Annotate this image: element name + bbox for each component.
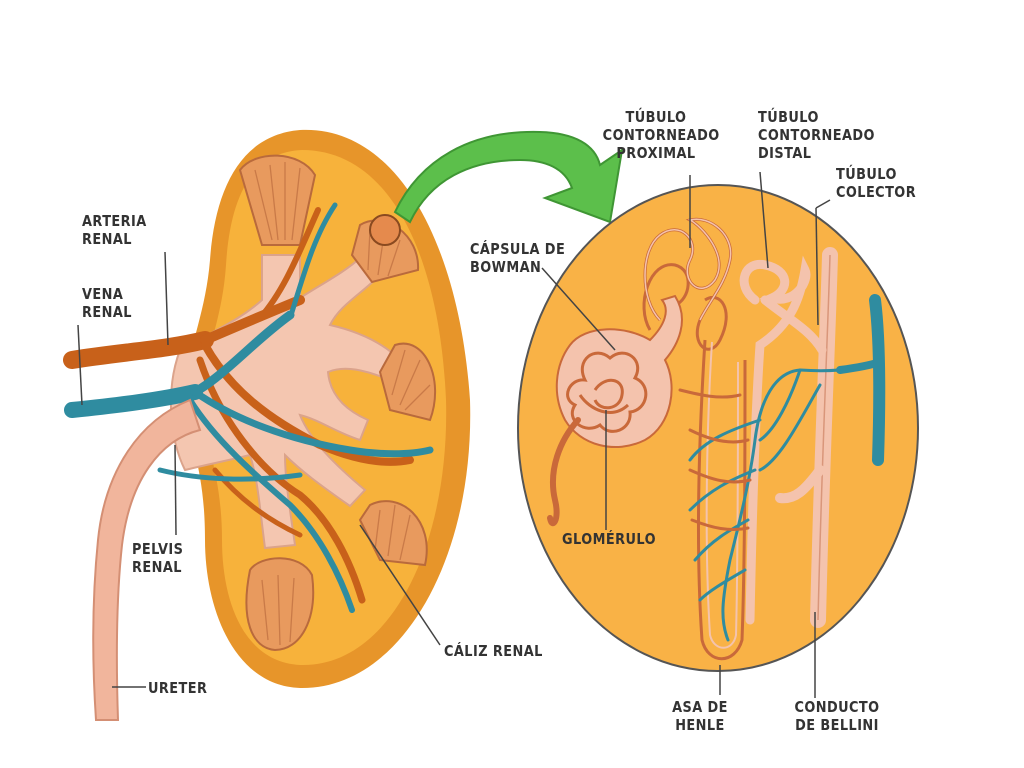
distal-tubule [739,255,811,625]
label-glomerulo: GLOMÉRULO [562,530,656,548]
label-vena-renal: VENA RENAL [82,285,132,321]
label-arteria-renal: ARTERIA RENAL [82,212,147,248]
label-pelvis-renal: PELVIS RENAL [132,540,184,576]
label-caliz-renal: CÁLIZ RENAL [444,642,543,660]
ureter [92,398,202,721]
glomerulus [566,351,648,433]
distal-to-collector [760,295,827,355]
pyramid-3 [378,342,437,422]
leader-lines [77,171,831,698]
afferent-arteriole [547,417,581,527]
label-conducto-bellini: CONDUCTO DE BELLINI [794,698,880,734]
pyramid-1 [238,154,317,246]
pyramid-5 [245,557,315,652]
renal-vein [64,202,434,613]
peritubular-capillaries [678,358,882,642]
label-tubulo-distal: TÚBULO CONTORNEADO DISTAL [758,108,875,162]
kidney [63,129,471,721]
zoom-arrow [393,130,624,224]
loop-of-henle [697,339,747,661]
pyramid-striations [254,162,431,646]
renal-pyramids [238,154,437,652]
nephron-zoom [517,184,919,672]
collecting-duct-branch [775,465,825,504]
label-ureter: URETER [148,679,208,697]
label-asa-henle: ASA DE HENLE [672,698,728,734]
label-capsula-bowman: CÁPSULA DE BOWMAN [470,240,566,276]
proximal-tubule-lumen [644,218,732,321]
nephron-highlight-circle [369,214,401,246]
nephron-vein [869,294,886,466]
label-tubulo-colector: TÚBULO COLECTOR [836,165,917,201]
label-tubulo-proximal: TÚBULO CONTORNEADO PROXIMAL [602,108,720,162]
bowman-capsule [555,294,683,449]
